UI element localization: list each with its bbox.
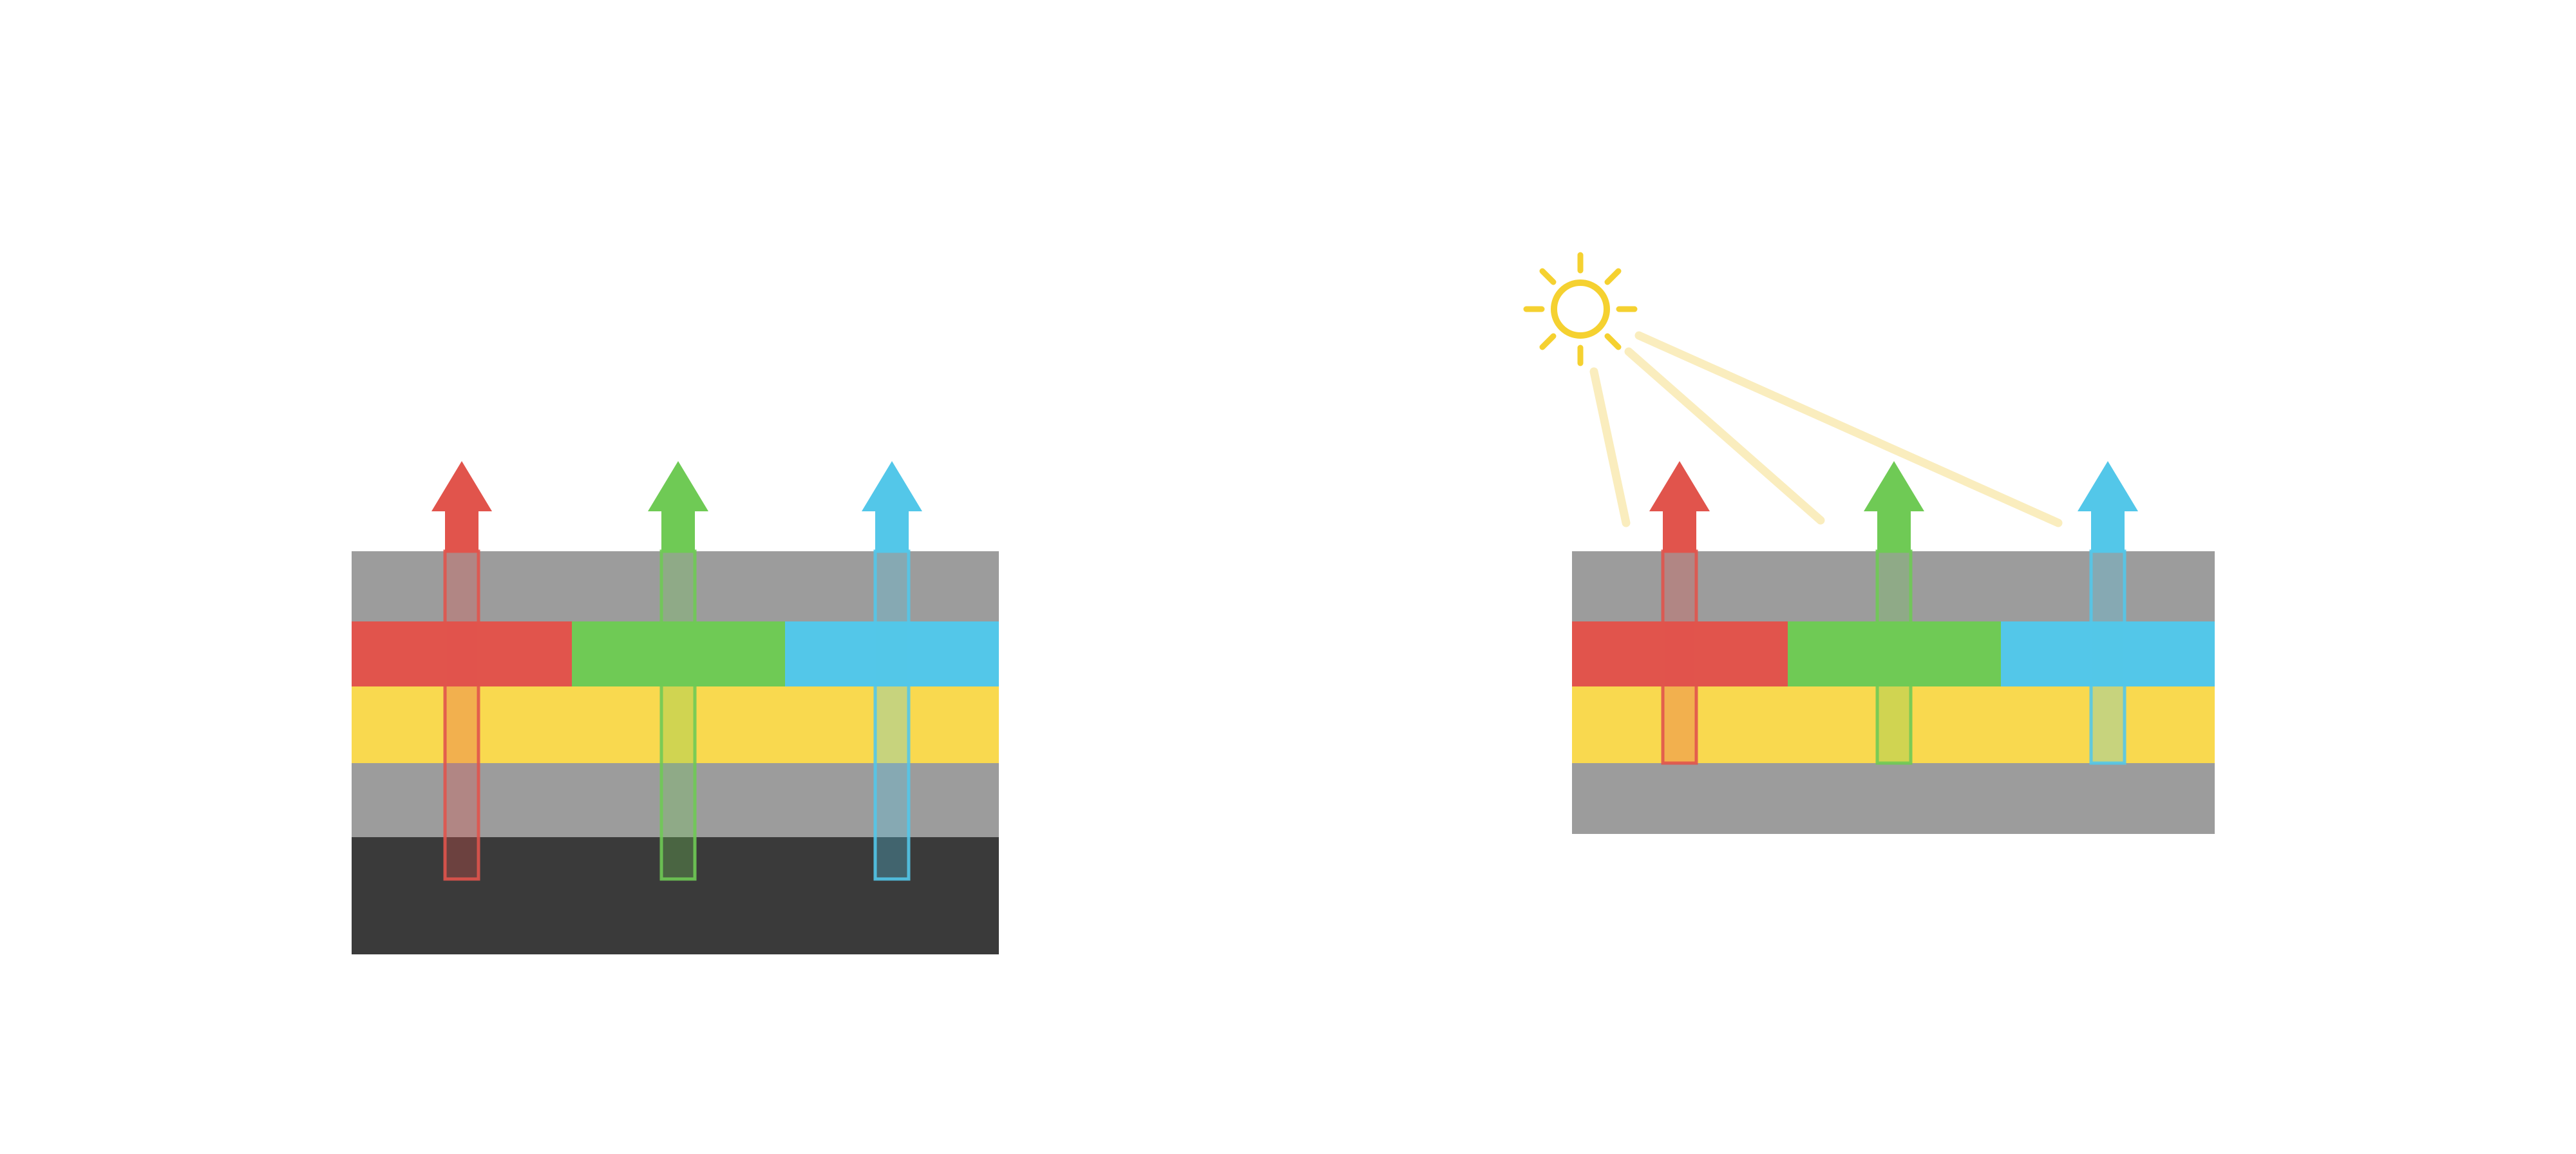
sun-ray-se [1604, 333, 1622, 350]
left-yellow-layer [352, 686, 999, 763]
left-red-light-arrow [431, 461, 492, 553]
right-green-subpixel [1788, 621, 2001, 686]
left-green-light-arrow [648, 461, 708, 553]
left-green-light-path [659, 549, 697, 881]
right-green-light-path [1875, 549, 1913, 765]
sun-ray-ne [1604, 268, 1622, 285]
right-cyan-subpixel [2001, 621, 2215, 686]
left-cyan-light-arrow [862, 461, 922, 553]
left-backlight-layer [352, 837, 999, 954]
sun-beam-middle [1624, 347, 1825, 525]
right-red-light-path [1661, 549, 1698, 765]
sun-beam-left [1589, 367, 1631, 527]
right-cyan-light-arrow [2078, 461, 2138, 553]
right-cyan-light-path [2089, 549, 2126, 765]
left-cyan-subpixel [785, 621, 999, 686]
left-bottom-gray-layer [352, 763, 999, 837]
right-top-gray-layer [1572, 551, 2215, 621]
backlit-display-diagram [352, 461, 999, 954]
left-red-light-path [443, 549, 480, 881]
left-red-subpixel [352, 621, 572, 686]
left-top-gray-layer [352, 551, 999, 621]
sun-disc [1551, 279, 1610, 339]
sun-beam-right [1634, 331, 2063, 527]
right-yellow-layer [1572, 686, 2215, 763]
right-red-light-arrow [1649, 461, 1710, 553]
left-green-subpixel [572, 621, 785, 686]
ambient-lit-display-diagram [1523, 252, 2215, 834]
left-cyan-light-path [873, 549, 911, 881]
right-bottom-gray-layer [1572, 763, 2215, 834]
right-green-light-arrow [1864, 461, 1924, 553]
sun-ray-sw [1539, 333, 1557, 350]
sun-ray-nw [1539, 268, 1557, 285]
right-red-subpixel [1572, 621, 1788, 686]
sun-icon [1523, 252, 1638, 366]
